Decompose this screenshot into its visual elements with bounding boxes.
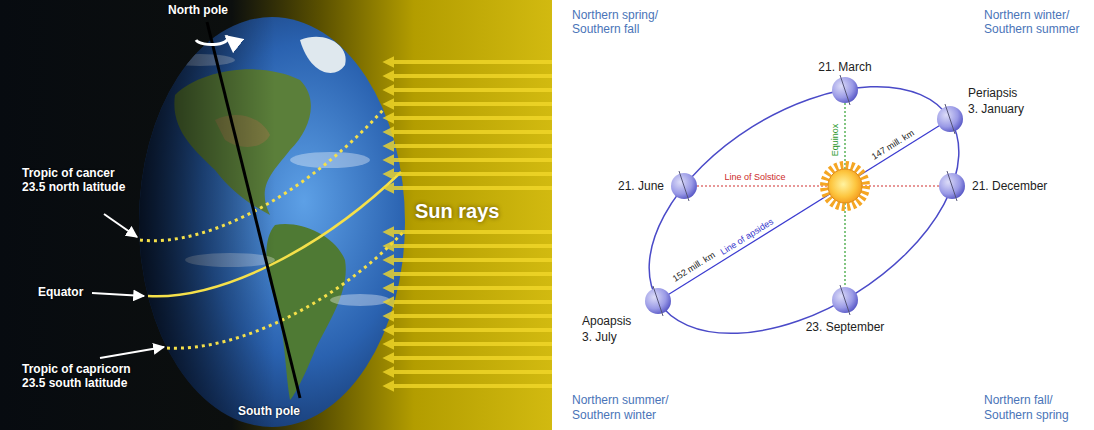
sun-rays-label: Sun rays [415, 199, 499, 223]
line-label: Line of Solstice [724, 172, 785, 183]
equator-label: Equator [38, 285, 83, 299]
line-label: Line of apsides [718, 216, 775, 257]
pole-label: South pole [238, 404, 300, 418]
line-label: Equinox [830, 124, 841, 157]
apsides-line [658, 119, 950, 301]
earth-axis [207, 22, 300, 398]
tropic-label: Tropic of cancer 23.5 north latitude [22, 166, 130, 195]
orbit-point-label: Periapsis [968, 86, 1017, 100]
rotation-arrow [196, 36, 228, 45]
date-label: 3. July [582, 330, 617, 344]
distance-label: 152 mill. km [671, 250, 717, 285]
orbit-panel [556, 0, 1094, 430]
distance-label: 147 mill. km [870, 128, 916, 163]
pole-label: North pole [168, 3, 228, 17]
date-label: 21. December [972, 179, 1047, 193]
orbit-ellipse [606, 36, 1002, 385]
date-label: 21. June [618, 179, 664, 193]
date-label: 3. January [968, 102, 1024, 116]
season-label: Northern spring/ Southern fall [572, 8, 676, 37]
tropic-label: Tropic of capricorn 23.5 south latitude [22, 362, 134, 391]
space-background [0, 0, 552, 430]
orbit-point-label: Apoapsis [582, 314, 631, 328]
season-label: Northern fall/ Southern spring [984, 393, 1088, 422]
earth-positions [645, 75, 965, 316]
leader-arrows [92, 214, 164, 358]
date-label: 21. March [818, 60, 871, 74]
date-label: 23. September [806, 320, 885, 334]
sun-ray-stripes [392, 62, 552, 386]
season-label: Northern summer/ Southern winter [572, 393, 676, 422]
solstice-line [697, 185, 939, 186]
season-label: Northern winter/ Southern summer [984, 8, 1088, 37]
sun-symbol [824, 165, 866, 207]
earth-globe [130, 10, 420, 430]
